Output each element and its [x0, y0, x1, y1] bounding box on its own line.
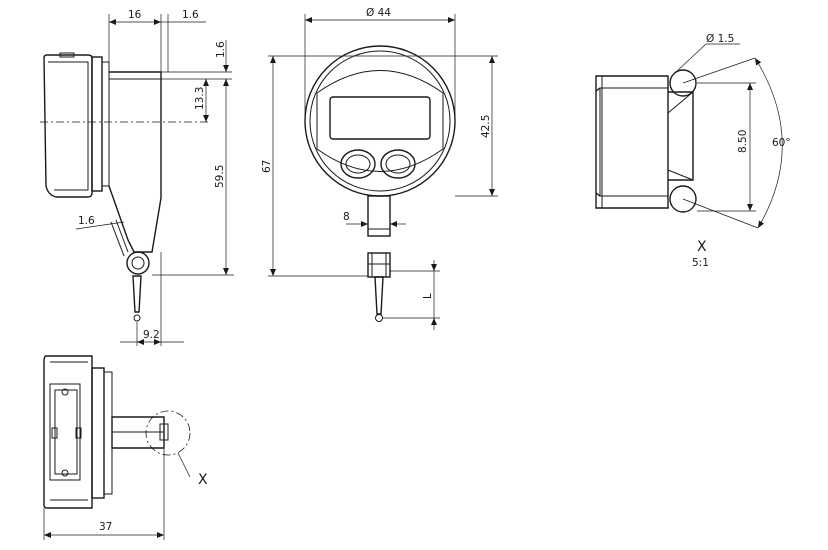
- dim-left-probe: 1.6: [78, 215, 95, 227]
- dim-top-width: 16: [128, 9, 142, 21]
- dim-top-gap: 1.6: [182, 9, 199, 21]
- dim-right-top: 1.6: [215, 41, 227, 58]
- dim-probe-length: L: [422, 293, 434, 299]
- detail-view: 60° 8.50 Ø 1.5 X 5:1: [595, 33, 791, 269]
- dim-angle: 60°: [772, 137, 791, 149]
- dim-diameter: Ø 44: [366, 7, 391, 19]
- dim-right-tall: 59.5: [214, 165, 226, 188]
- dim-height-total: 67: [261, 160, 273, 173]
- callout-label: X: [198, 472, 208, 488]
- dim-stem-width: 8: [343, 211, 350, 223]
- dim-span: 8.50: [737, 130, 749, 153]
- dim-bottom: 9.2: [143, 329, 160, 341]
- dim-width: 37: [99, 521, 112, 533]
- detail-scale: 5:1: [692, 257, 709, 269]
- front-view: Ø 44 67 42.5 8 L: [261, 7, 498, 330]
- bottom-view: X 37: [43, 355, 208, 540]
- dim-right-mid: 13.3: [194, 87, 206, 110]
- detail-label: X: [697, 239, 707, 255]
- dim-ball: Ø 1.5: [706, 33, 734, 45]
- dim-height-body: 42.5: [480, 115, 492, 138]
- side-view: 16 1.6 1.6 13.3 59.5 1.6 9.2: [40, 9, 234, 346]
